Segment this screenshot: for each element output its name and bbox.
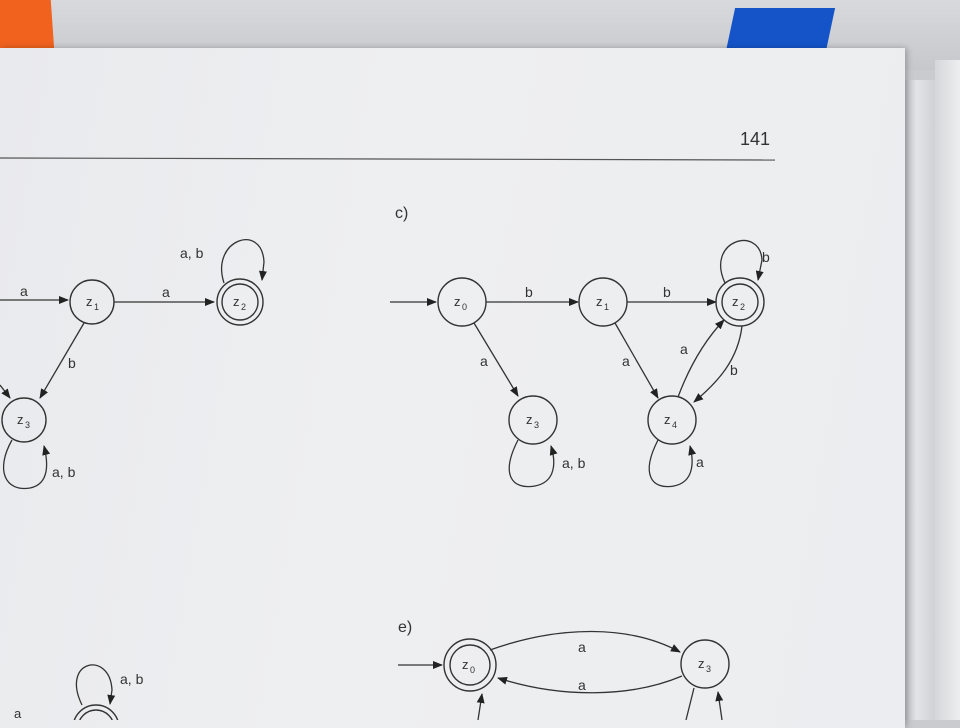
state-bottom-outer	[73, 704, 119, 720]
edge-c-z0-z3	[473, 322, 519, 397]
diagram-c: c) z 0 b z 1 b z 2 b a z 3	[390, 205, 770, 488]
page-stack-edge-outer	[935, 60, 960, 720]
page-stack-edge	[905, 80, 935, 720]
edge-e-z0-z3-label: a	[578, 639, 586, 655]
state-c-z4: z 4	[647, 395, 697, 445]
loop-c-z2	[720, 240, 764, 284]
state-c-z3-sub: 3	[534, 420, 539, 430]
loop-z2	[221, 239, 267, 284]
bottom-edge-label: a	[14, 706, 22, 720]
loop-c-z2-label: b	[762, 249, 770, 265]
state-c-z1-sub: 1	[604, 302, 609, 312]
edge-e-partial-left	[476, 693, 485, 720]
state-z1: z 1	[69, 279, 115, 325]
edge-e-z0-z3	[489, 630, 681, 653]
edge-c-z0-z1-label: b	[525, 284, 533, 300]
edge-z1-z3	[39, 322, 85, 399]
state-c-z4-label: z	[664, 412, 671, 427]
edge-c-z1-z4	[614, 322, 659, 399]
edge-c-z4-z2	[677, 319, 725, 398]
state-c-z2-label: z	[732, 294, 739, 309]
state-c-z0-label: z	[454, 294, 461, 309]
state-e-z3: z 3	[680, 639, 730, 689]
loop-z2-label: a, b	[180, 245, 204, 261]
edge-e-z3-z0-label: a	[578, 677, 586, 693]
state-z2-label: z	[233, 294, 240, 309]
state-z3-label: z	[17, 412, 24, 427]
edge-into-z1-label: a	[20, 283, 28, 299]
state-z3: z 3	[1, 397, 47, 443]
state-e-z3-label: z	[698, 656, 705, 671]
loop-c-z4-label: a	[696, 454, 704, 470]
loop-z3-label: a, b	[52, 464, 76, 480]
state-bottom-inner	[79, 709, 113, 720]
state-e-z0-sub: 0	[470, 665, 475, 675]
edge-c-z1-z2-label: b	[663, 284, 671, 300]
state-c-z1-label: z	[596, 294, 603, 309]
left-diagram: a z 1 a z 2 a, b b z 3 a, b a, b	[0, 239, 267, 720]
state-c-z3: z 3	[508, 395, 558, 445]
state-c-z0-sub: 0	[462, 302, 467, 312]
state-z1-sub: 1	[94, 302, 99, 312]
edge-c-z0-z3-label: a	[480, 353, 488, 369]
edge-c-z4-z2-label: a	[680, 341, 688, 357]
state-c-z1: z 1	[578, 277, 628, 327]
state-z2: z 2	[216, 278, 264, 326]
state-e-z3-sub: 3	[706, 664, 711, 674]
state-e-z0-label: z	[462, 657, 469, 672]
page-number: 141	[740, 129, 770, 149]
loop-c-z4	[648, 439, 697, 488]
state-c-z4-sub: 4	[672, 420, 677, 430]
loop-bottom-label: a, b	[120, 671, 144, 687]
loop-z3	[3, 439, 51, 490]
edge-c-z2-z4	[693, 325, 743, 403]
edge-e-z3-z0	[497, 675, 683, 694]
edge-e-partial-up	[715, 691, 724, 720]
state-z1-label: z	[86, 294, 93, 309]
state-c-z2: z 2	[715, 277, 765, 327]
edge-e-partial-down	[685, 687, 695, 720]
state-z2-sub: 2	[241, 302, 246, 312]
state-e-z0: z 0	[443, 638, 497, 692]
edge-z1-z3-label: b	[68, 355, 76, 371]
loop-c-z3-label: a, b	[562, 455, 586, 471]
header-rule	[0, 157, 776, 161]
state-z3-sub: 3	[25, 420, 30, 430]
loop-c-z3	[508, 439, 558, 488]
section-e-label: e)	[398, 619, 412, 636]
edge-into-z3	[0, 384, 11, 399]
loop-bottom	[75, 664, 116, 706]
diagram-e: e) z 0 a a z 3	[398, 619, 730, 720]
section-c-label: c)	[395, 205, 408, 222]
edge-c-z2-z4-label: b	[730, 362, 738, 378]
book-page	[0, 48, 905, 728]
state-c-z3-label: z	[526, 412, 533, 427]
edge-z1-z2-label: a	[162, 284, 170, 300]
state-c-z0: z 0	[437, 277, 487, 327]
state-c-z2-sub: 2	[740, 302, 745, 312]
edge-c-z1-z4-label: a	[622, 353, 630, 369]
